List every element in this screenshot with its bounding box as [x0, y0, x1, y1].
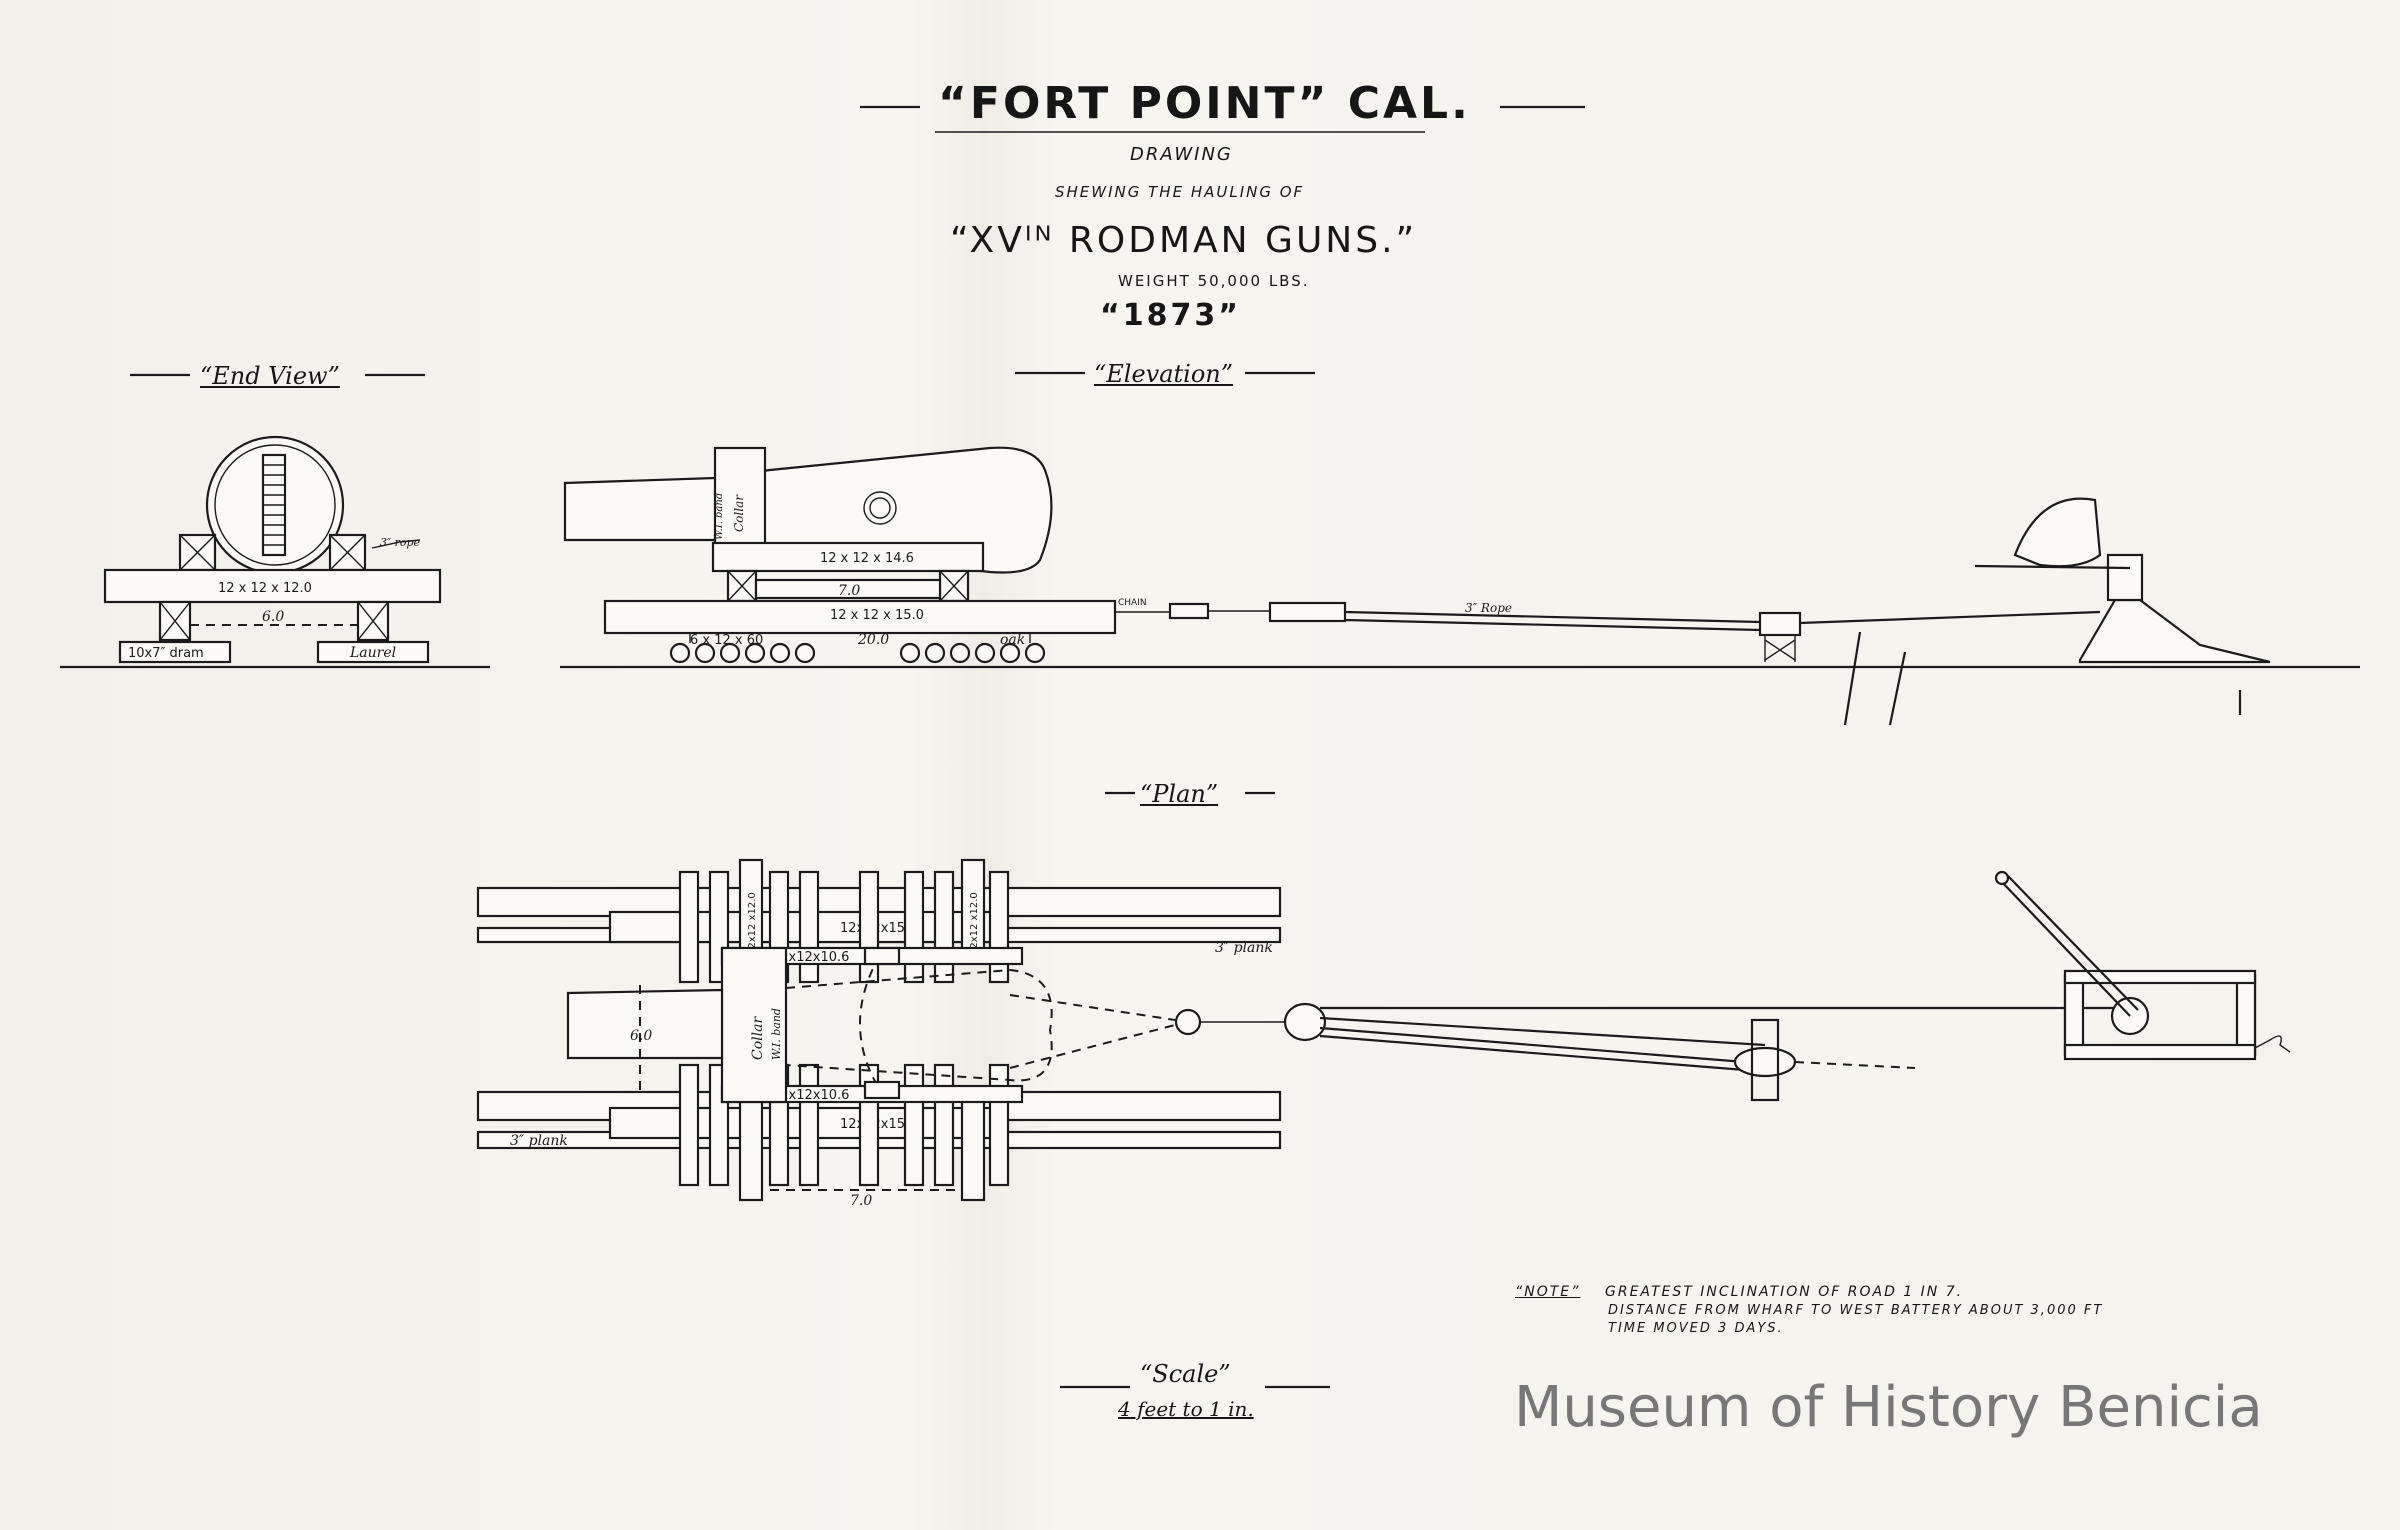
elevation-rope-label: 3″ Rope [1465, 601, 1512, 615]
plan-cross-bottom-label: 12x12x10.6 [772, 1088, 849, 1103]
note-line-1: GREATEST INCLINATION OF ROAD 1 IN 7. [1605, 1284, 1964, 1300]
elevation-chain-label: CHAIN [1118, 598, 1147, 608]
elevation-caption: “Elevation” [1094, 360, 1234, 388]
plan-gauge-label: 6.0 [630, 1028, 652, 1044]
gun-title: “XVᴵᴺ RODMAN GUNS.” [950, 220, 1418, 261]
drawing-year: “1873” [1100, 298, 1241, 333]
note-line-2: DISTANCE FROM WHARF TO WEST BATTERY ABOU… [1608, 1303, 2104, 1318]
elevation-mid-dim-label: 7.0 [838, 583, 860, 599]
plan-post-right-label: 12x12 x12.0 [969, 892, 980, 955]
elevation-collar-label: Collar [732, 494, 746, 532]
plan-collar-label: Collar [750, 1016, 766, 1060]
scale-value: 4 feet to 1 in. [1118, 1397, 1254, 1421]
plan-cross-top-label: 12x12x10.6 [772, 950, 849, 965]
title-rules [130, 105, 1585, 1389]
end-view-right-block-label: Laurel [349, 645, 396, 661]
plan-caption: “Plan” [1140, 780, 1219, 808]
end-view-rope-label: 3″ rope [380, 536, 421, 549]
elevation-top-beam-label: 12 x 12 x 14.6 [820, 551, 914, 566]
drawing-subtitle: DRAWING [1130, 144, 1233, 165]
museum-watermark: Museum of History Benicia [1514, 1375, 2263, 1440]
end-view-gauge-label: 6.0 [262, 609, 284, 625]
scale-label: “Scale” [1140, 1360, 1231, 1388]
elevation-band-label: W.I. band [714, 493, 725, 540]
drawing-title: “FORT POINT” CAL. [938, 78, 1471, 129]
elevation-sill-label: 12 x 12 x 15.0 [830, 608, 924, 623]
plan-post-left-label: 12x12 x12.0 [747, 892, 758, 955]
end-view-left-block-label: 10x7″ dram [128, 646, 204, 661]
drawing-subtitle-2: SHEWING THE HAULING OF [1055, 183, 1305, 201]
end-view-drawing: 12 x 12 x 12.0 6.0 10x7″ dram Laurel 3″ … [60, 435, 490, 669]
plan-band-label: W.I. band [770, 1008, 783, 1060]
gun-weight: WEIGHT 50,000 LBS. [1118, 272, 1310, 290]
note-line-3: TIME MOVED 3 DAYS. [1608, 1321, 1784, 1336]
note-heading: “NOTE” [1515, 1284, 1581, 1300]
plan-bottom-dim-label: 7.0 [850, 1193, 872, 1209]
end-view-caption: “End View” [200, 362, 340, 390]
end-view-beam-label: 12 x 12 x 12.0 [218, 581, 312, 596]
plan-plank-bottom-label: 3″ plank [510, 1133, 568, 1149]
plan-plank-top-label: 3″ plank [1215, 940, 1273, 956]
elevation-span-label: 20.0 [857, 632, 889, 648]
elevation-drawing: Collar W.I. band 12 x 12 x 14.6 7.0 12 x… [560, 446, 2360, 726]
